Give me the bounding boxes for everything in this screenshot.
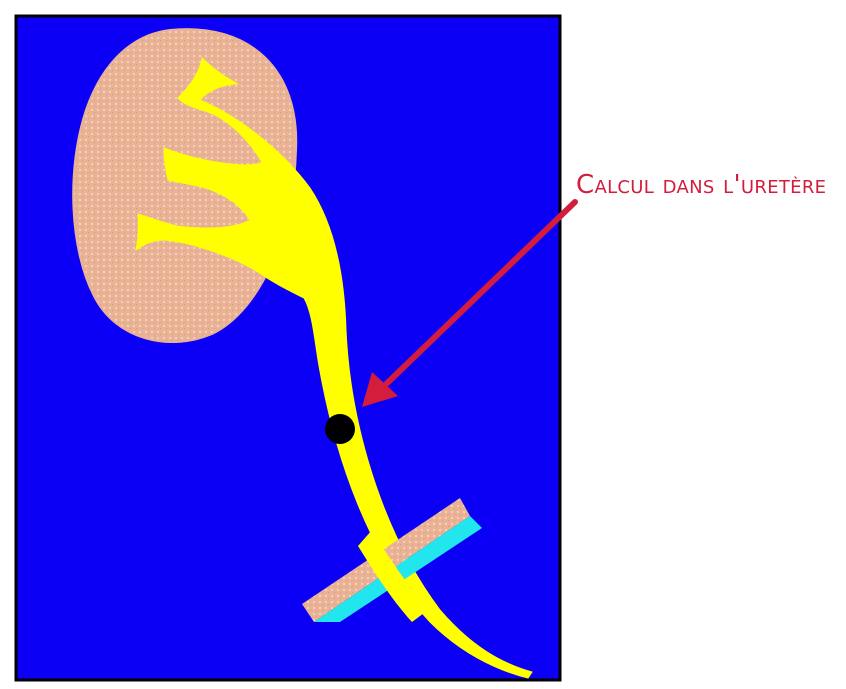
- calculus-annotation-label: Calcul dans l'uretère: [576, 170, 826, 200]
- ureteral-calculus: [325, 414, 355, 444]
